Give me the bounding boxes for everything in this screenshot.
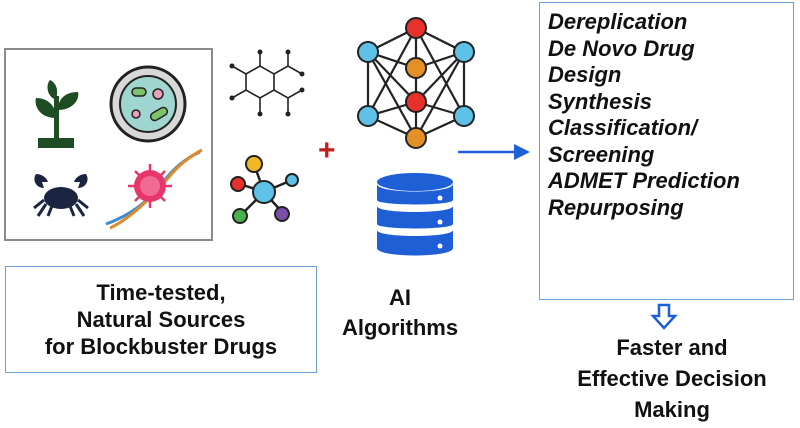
caption-line: Time-tested, <box>96 280 226 305</box>
database-icon <box>377 173 453 256</box>
petri-dish-icon <box>109 65 187 143</box>
application-item: ADMET Prediction <box>548 168 740 193</box>
application-item: Classification/ Screening <box>548 115 698 167</box>
outcome-text: Faster and Effective Decision Making <box>558 332 786 425</box>
application-item: Dereplication <box>548 9 688 34</box>
outcome-line: Faster and <box>616 335 728 360</box>
outcome-line: Making <box>634 397 710 422</box>
natural-sources-caption: Time-tested, Natural Sources for Blockbu… <box>5 266 317 373</box>
molecule-icon <box>230 155 299 224</box>
arrow-right-icon <box>458 144 530 160</box>
applications-box: Dereplication De Novo Drug Design Synthe… <box>539 2 794 300</box>
ai-label-line: AI <box>389 285 411 310</box>
plant-icon <box>35 80 79 148</box>
natural-sources-panel <box>4 48 213 241</box>
crab-icon <box>33 174 89 217</box>
virus-dna-icon <box>105 148 203 230</box>
neural-network-icon <box>357 17 475 149</box>
chemical-structure-icon <box>229 49 305 117</box>
application-item: De Novo Drug Design <box>548 35 695 88</box>
application-item: Repurposing <box>548 194 684 220</box>
caption-line: for Blockbuster Drugs <box>44 334 278 359</box>
caption-line: Natural Sources <box>76 307 246 332</box>
outcome-line: Effective Decision <box>577 366 767 391</box>
application-item: Synthesis <box>548 88 652 114</box>
plus-sign: + <box>318 134 336 167</box>
arrow-down-icon <box>650 303 678 330</box>
ai-label-line: Algorithms <box>341 315 459 340</box>
ai-algorithms-label: AI Algorithms <box>330 283 470 343</box>
